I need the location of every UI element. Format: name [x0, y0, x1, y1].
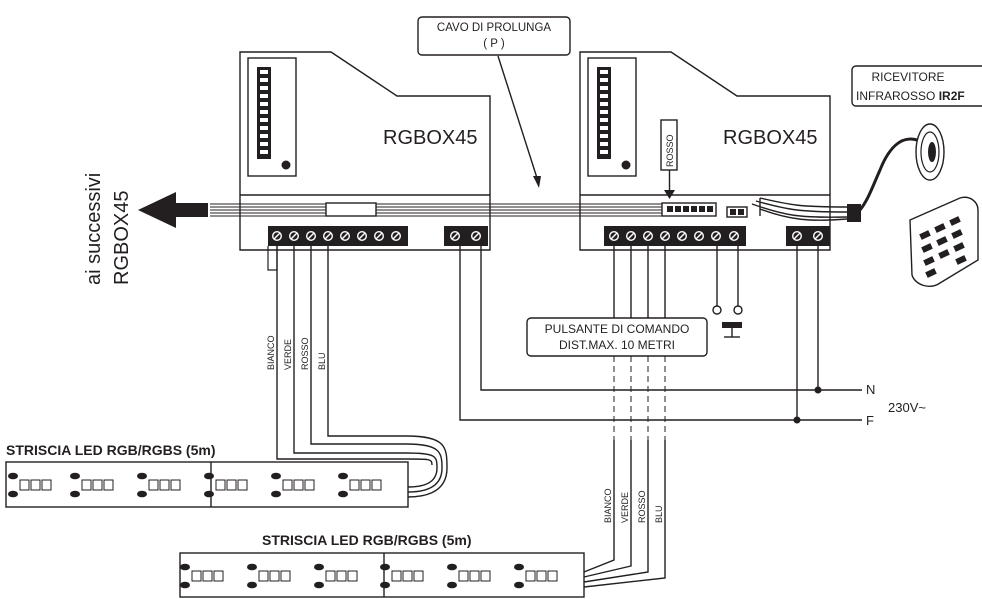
led-strip-left — [5, 461, 409, 508]
remote-control-icon[interactable] — [909, 196, 979, 287]
left-wire-labels: BIANCO VERDE ROSSO BLU — [266, 335, 327, 370]
right-box-name: RGBOX45 — [723, 127, 817, 149]
right-wire-labels: BIANCO VERDE ROSSO BLU — [603, 488, 664, 523]
right-output-terminal-block — [604, 226, 746, 246]
button-label-line1: PULSANTE DI COMANDO — [545, 322, 690, 336]
voltage-label: 230V~ — [888, 400, 926, 415]
right-rgbox45-unit: RGBOX45 ROSSO — [579, 51, 831, 251]
arrow-left-icon — [138, 192, 208, 228]
ir-receiver-icon — [751, 123, 945, 222]
wire-label-blu: BLU — [654, 505, 664, 523]
left-output-terminal-block — [268, 226, 408, 246]
cable-label-line1: CAVO DI PROLUNGA — [437, 22, 551, 34]
left-strip-wires — [267, 246, 448, 498]
wire-label-rosso: ROSSO — [300, 337, 310, 370]
mains-wiring: N F 230V~ — [459, 246, 926, 428]
wire-label-verde: VERDE — [283, 339, 293, 370]
wire-label-rosso: ROSSO — [637, 490, 647, 523]
wire-label-verde: VERDE — [620, 492, 630, 523]
receiver-label-callout: RICEVITORE INFRAROSSO IR2F — [851, 65, 982, 107]
button-label-callout: PULSANTE DI COMANDO DIST.MAX. 10 METRI — [526, 317, 708, 357]
receiver-label-line2: INFRAROSSO IR2F — [856, 89, 965, 103]
wire-label-bianco: BIANCO — [266, 335, 276, 370]
side-label-line1: ai successivi — [83, 173, 105, 285]
right-strip-wires — [583, 246, 666, 588]
push-button-icon — [712, 246, 743, 338]
strip-left-title: STRISCIA LED RGB/RGBS (5m) — [6, 442, 216, 458]
cable-label-line2: ( P ) — [483, 38, 505, 50]
bus-connector-socket — [661, 202, 717, 217]
wire-label-bianco: BIANCO — [603, 488, 613, 523]
wire-label-blu: BLU — [317, 352, 327, 370]
right-power-terminal-block — [786, 226, 830, 246]
cable-label-callout: CAVO DI PROLUNGA ( P ) — [417, 16, 571, 188]
receiver-socket — [726, 206, 748, 218]
left-rgbox45-unit: RGBOX45 — [239, 51, 491, 251]
dip-switch-icon — [597, 67, 631, 170]
dip-switch-icon — [257, 67, 291, 170]
side-label-line2: RGBOX45 — [111, 191, 133, 285]
button-label-line2: DIST.MAX. 10 METRI — [559, 338, 675, 352]
strip-right-title: STRISCIA LED RGB/RGBS (5m) — [262, 532, 472, 548]
rosso-connector-label: ROSSO — [665, 134, 675, 167]
receiver-label-line1: RICEVITORE — [871, 70, 944, 84]
led-strip-right — [179, 552, 585, 598]
extension-cable-bundle — [210, 203, 662, 217]
phase-label: F — [866, 413, 874, 428]
neutral-label: N — [866, 382, 875, 397]
left-box-name: RGBOX45 — [383, 127, 477, 149]
left-bus-connector — [325, 202, 377, 217]
left-power-terminal-block — [444, 226, 488, 246]
